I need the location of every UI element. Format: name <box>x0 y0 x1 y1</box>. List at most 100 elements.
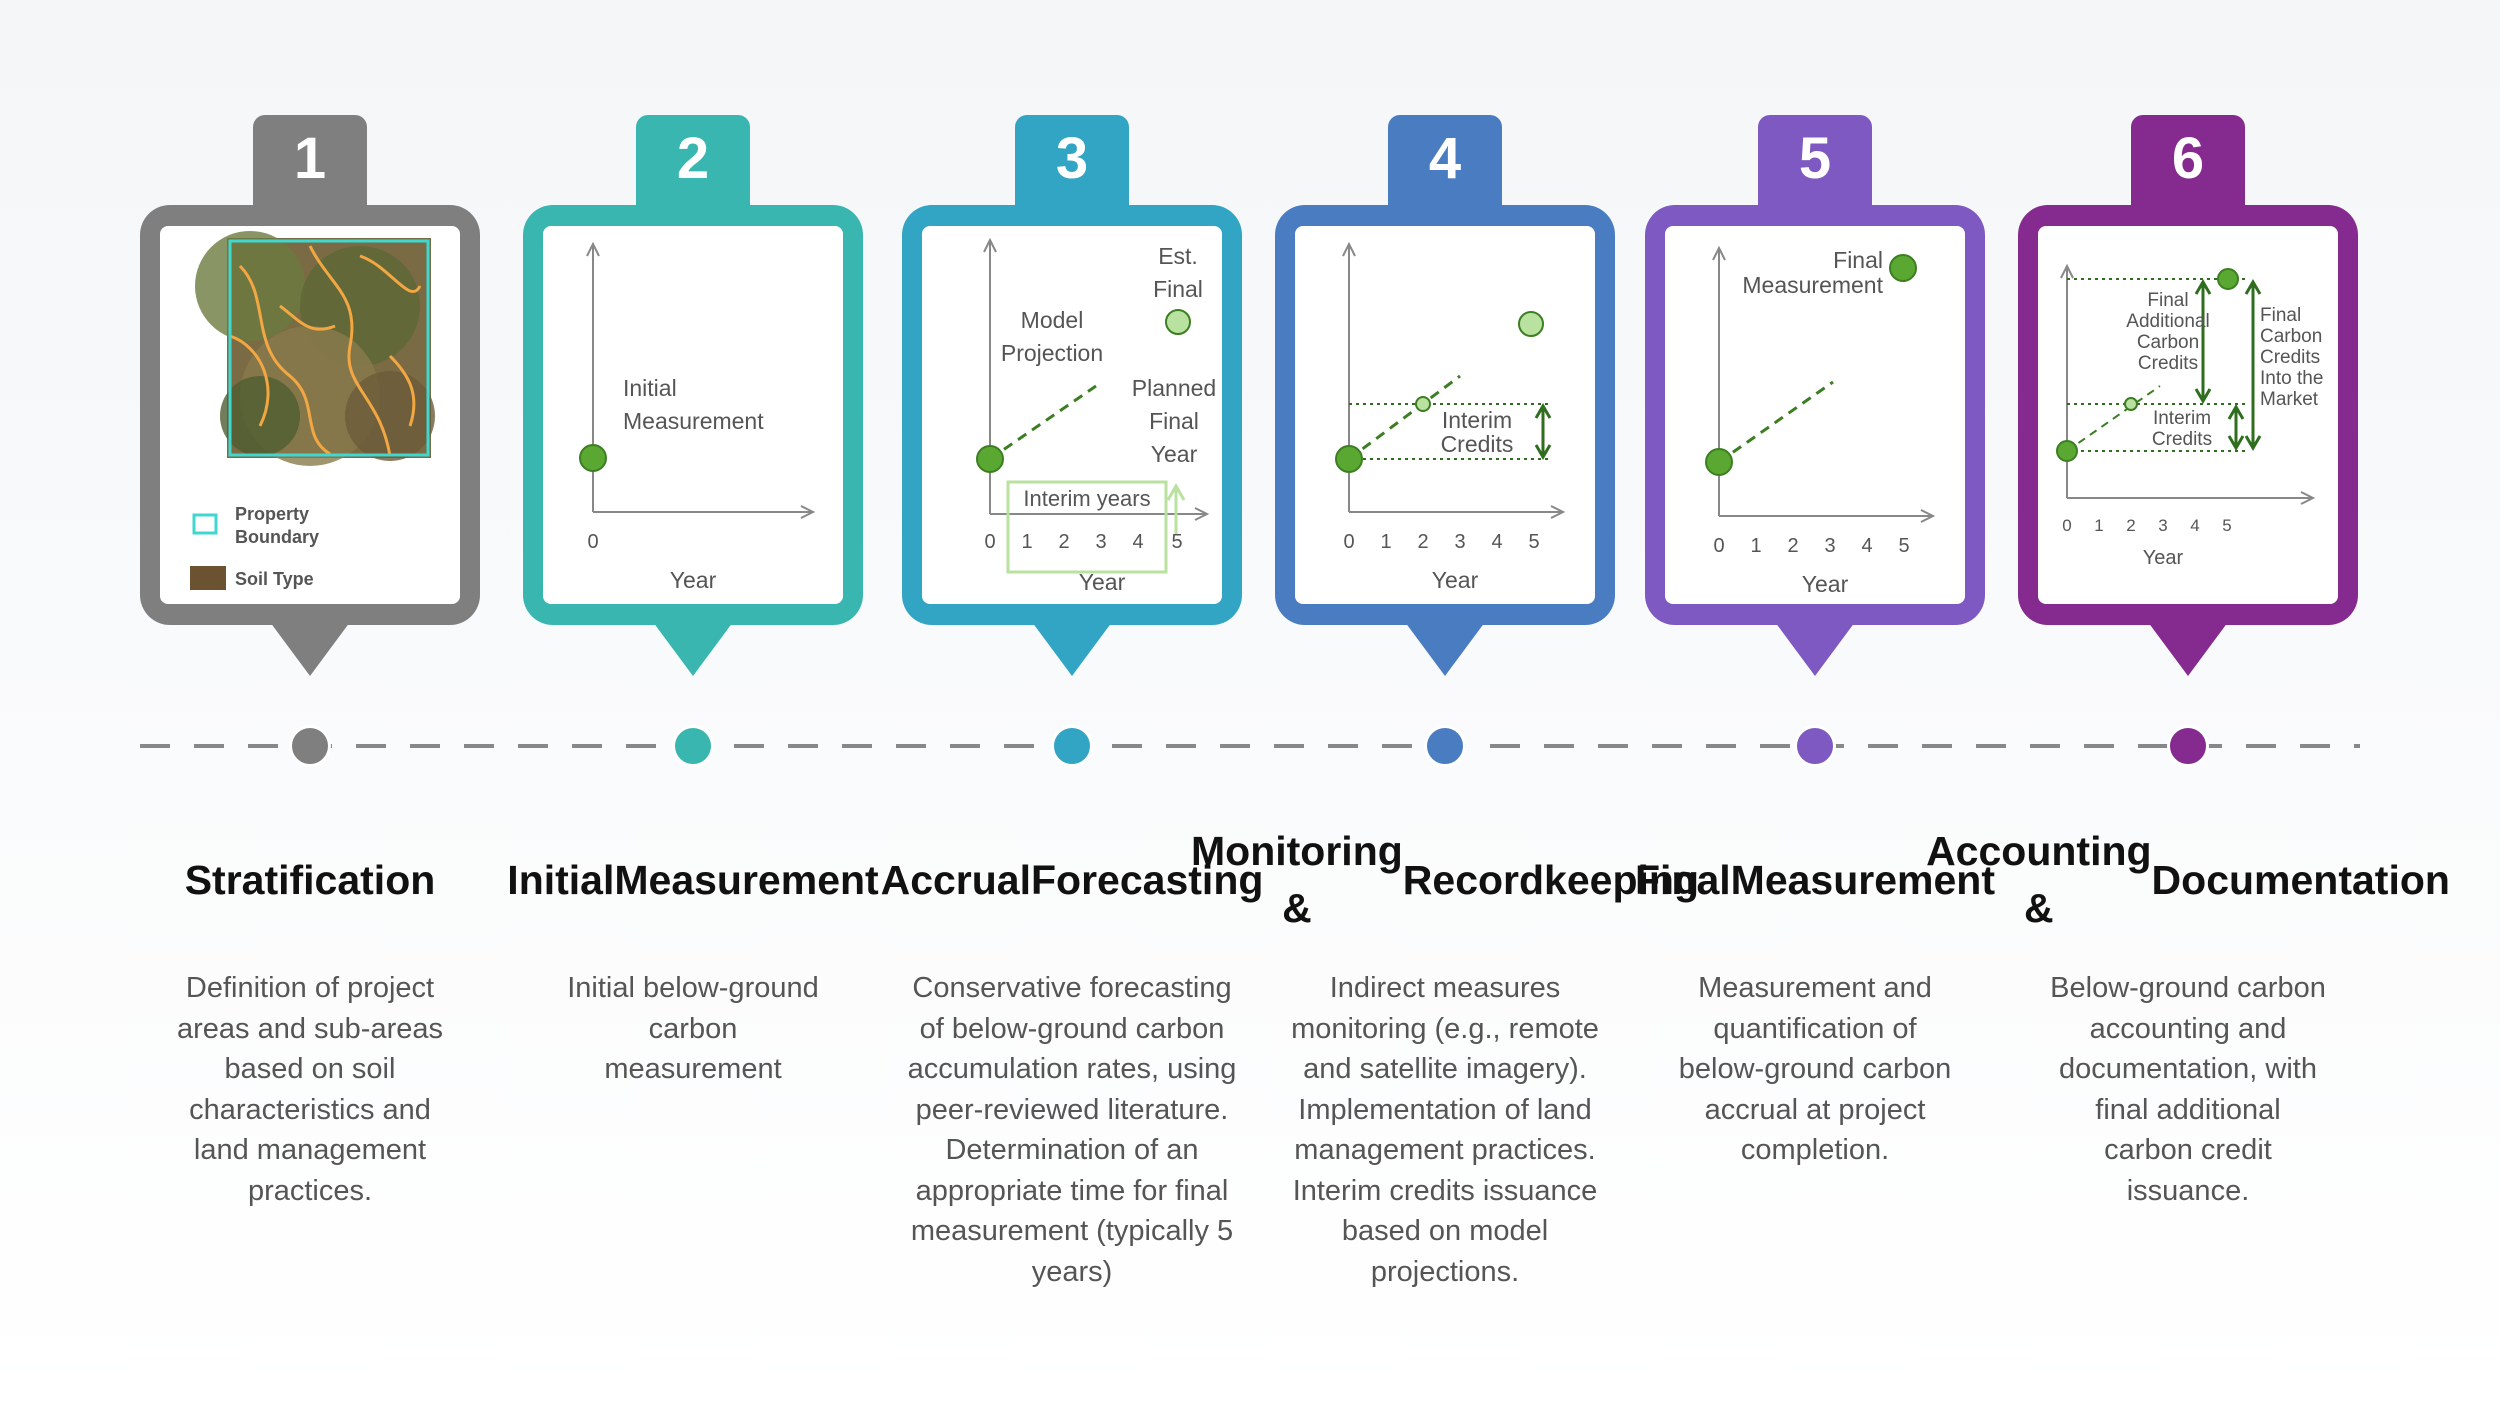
est-final-label: Final <box>1153 276 1203 302</box>
x-tick-label: 1 <box>1021 531 1032 553</box>
description-line: based on model <box>1341 1215 1549 1247</box>
timeline-dot <box>1794 725 1836 767</box>
boundary-swatch <box>192 513 218 535</box>
step-number-tab: 4 <box>1388 115 1502 215</box>
title-line: Forecasting <box>1031 856 1264 903</box>
illustration-svg: Est.FinalModelProjectionPlannedFinalYear… <box>976 237 1216 595</box>
estimated-final-point <box>1165 309 1191 335</box>
x-tick-label: 2 <box>2126 516 2135 535</box>
chart-axes <box>586 241 816 519</box>
description-line: of below-ground carbon <box>919 1012 1225 1045</box>
description-line: carbon credit <box>2104 1134 2272 1166</box>
initial-point <box>1705 448 1733 476</box>
step-number-tab: 6 <box>2131 115 2245 215</box>
initial-point <box>976 445 1004 473</box>
final-market-credits-label: Market <box>2260 389 2319 410</box>
description-line: Measurement and <box>1698 972 1932 1004</box>
x-tick-label: 3 <box>1095 531 1106 553</box>
description-line: appropriate time for final <box>915 1174 1229 1207</box>
description-line: Implementation of land <box>1298 1093 1592 1126</box>
description-line: Determination of an <box>945 1134 1199 1166</box>
final-market-credits-label: Credits <box>2260 347 2320 368</box>
step-description: Conservative forecasting of below-ground … <box>882 968 1262 1292</box>
x-tick-label: 3 <box>1824 535 1835 557</box>
description-line: Conservative forecasting <box>912 972 1232 1004</box>
final-measurement-label: Final <box>1833 247 1883 273</box>
description-line: Definition of project <box>185 972 435 1004</box>
card-pointer <box>653 622 733 676</box>
model-projection-line <box>2066 385 2161 452</box>
x-axis-label: Year <box>2143 547 2184 569</box>
description-line: management practices. <box>1294 1134 1596 1166</box>
x-tick-label: 1 <box>2094 516 2103 535</box>
x-tick-label: 1 <box>1380 531 1391 553</box>
step-title: Accounting &Documentation <box>1926 820 2450 940</box>
x-tick-label: 5 <box>2222 516 2231 535</box>
description-line: practices. <box>247 1174 373 1207</box>
x-tick-label: 4 <box>2190 516 2199 535</box>
card-pointer <box>1405 622 1485 676</box>
description-line: Below-ground carbon <box>2050 972 2326 1004</box>
interim-years-box <box>1006 480 1168 574</box>
title-line: Documentation <box>2151 856 2450 903</box>
description-line: Interim credits issuance <box>1292 1174 1598 1207</box>
description-line: final additional <box>2095 1093 2281 1126</box>
interim-credits-label: Interim <box>2153 408 2211 429</box>
x-axis-label: Year <box>1802 571 1849 597</box>
interim-point <box>2124 397 2138 411</box>
x-axis-label: Year <box>1432 567 1479 593</box>
title-line: Initial <box>507 856 615 903</box>
final-additional-credits-label: Additional <box>2126 311 2209 332</box>
interim-point <box>1415 396 1431 412</box>
timeline-dot <box>2167 725 2209 767</box>
initial-point <box>579 444 607 472</box>
title-line: Measurement <box>614 856 879 903</box>
description-line: monitoring (e.g., remote <box>1291 1012 1599 1045</box>
description-line: measurement (typically 5 <box>910 1215 1234 1247</box>
final-additional-credits-label: Credits <box>2138 353 2198 374</box>
planned-final-year-label: Year <box>1151 441 1198 467</box>
timeline-dot <box>1424 725 1466 767</box>
description-line: completion. <box>1740 1134 1890 1166</box>
title-line: Stratification <box>184 856 436 903</box>
description-line: years) <box>1031 1255 1113 1288</box>
model-projection-label: Model <box>1021 307 1084 333</box>
description-line: areas and sub-areas <box>177 1012 443 1045</box>
x-tick-label: 5 <box>1171 531 1182 553</box>
title-line: Monitoring & <box>1191 828 1403 931</box>
title-line: Measurement <box>1730 856 1995 903</box>
description-line: accrual at project <box>1704 1093 1926 1126</box>
soil-swatch <box>190 566 226 590</box>
final-market-credits-label: Carbon <box>2260 326 2322 347</box>
description-line: accumulation rates, using <box>907 1053 1237 1085</box>
card-pointer <box>270 622 350 676</box>
x-tick-label: 4 <box>1132 531 1143 553</box>
planned-final-year-label: Final <box>1149 408 1199 434</box>
step-number-tab: 1 <box>253 115 367 215</box>
step-number-tab: 3 <box>1015 115 1129 215</box>
step-title: Monitoring &Recordkeeping <box>1191 820 1699 940</box>
property-map-image <box>195 231 435 466</box>
step-title: Stratification <box>120 820 500 940</box>
model-projection-line <box>989 384 1097 461</box>
x-axis-label: Year <box>1079 569 1126 595</box>
card-pointer <box>2148 622 2228 676</box>
x-axis-label: Year <box>670 567 717 593</box>
timeline-dot <box>289 725 331 767</box>
